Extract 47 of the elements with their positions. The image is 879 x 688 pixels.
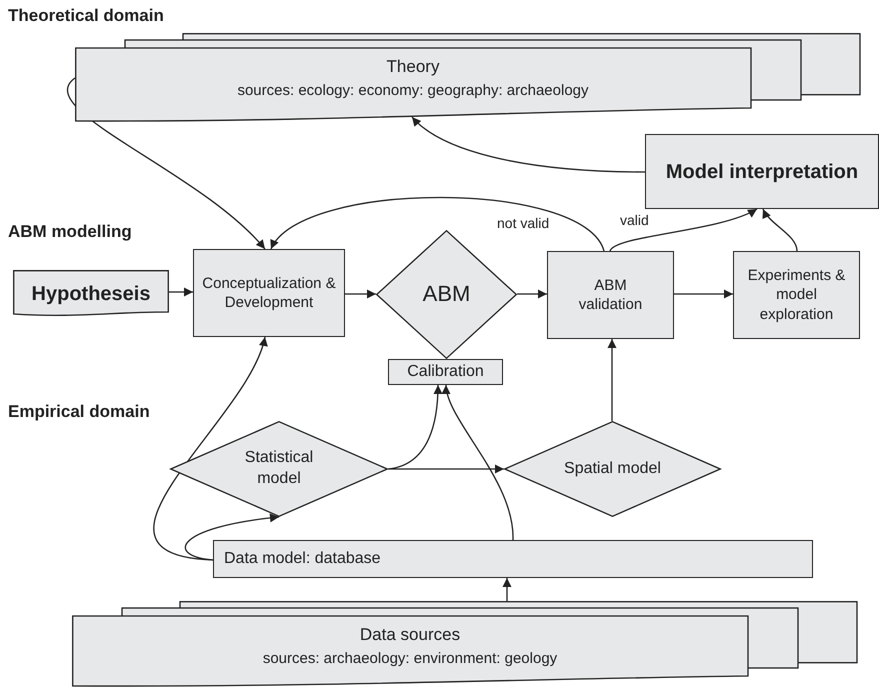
arrow — [517, 290, 547, 298]
arrow — [270, 196, 605, 252]
process-box — [645, 134, 879, 209]
decision-diamond — [504, 421, 721, 517]
arrow — [610, 208, 758, 252]
process-box — [733, 251, 860, 339]
node-label: Statistical model — [244, 448, 314, 489]
arrow — [388, 384, 442, 470]
arrow — [674, 290, 733, 298]
process-box — [213, 540, 813, 578]
document-shape — [13, 270, 169, 318]
section-heading: ABM modelling — [8, 222, 132, 242]
stack-subtitle: sources: archaeology: environment: geology — [262, 648, 558, 668]
node-label: Model interpretation — [666, 160, 858, 184]
arrow — [67, 78, 266, 250]
section-heading: Theoretical domain — [8, 6, 164, 26]
process-box — [388, 359, 503, 385]
node-label: Experiments & model exploration — [746, 266, 846, 324]
stack-title: Theory — [386, 56, 440, 78]
decision-diamond — [170, 421, 388, 517]
process-box — [193, 249, 345, 337]
node-label: Conceptualization & Development — [201, 274, 337, 312]
edge-label: valid — [618, 212, 651, 228]
node-label: Data model: database — [223, 548, 382, 569]
stack-subtitle: sources: ecology: economy: geography: archaeology — [237, 80, 589, 100]
document-stack — [75, 33, 860, 123]
arrow — [345, 290, 376, 298]
node-label: ABM — [422, 280, 470, 308]
arrow — [442, 384, 514, 540]
arrow — [762, 208, 798, 252]
arrow — [169, 288, 193, 296]
arrow — [388, 464, 504, 474]
decision-diamond — [376, 230, 517, 359]
arrow — [608, 339, 616, 421]
node-label: Hypotheseis — [32, 282, 150, 307]
arrow — [412, 116, 646, 173]
stack-title: Data sources — [360, 624, 460, 646]
node-label: ABM validation — [578, 276, 644, 314]
arrow — [154, 336, 266, 561]
arrow — [185, 514, 280, 561]
process-box — [547, 251, 674, 339]
arrow — [502, 578, 512, 601]
document-stack — [72, 601, 857, 688]
node-label: Spatial model — [563, 458, 662, 479]
node-label: Calibration — [407, 362, 484, 382]
edge-label: not valid — [495, 215, 552, 231]
section-heading: Empirical domain — [8, 402, 150, 422]
